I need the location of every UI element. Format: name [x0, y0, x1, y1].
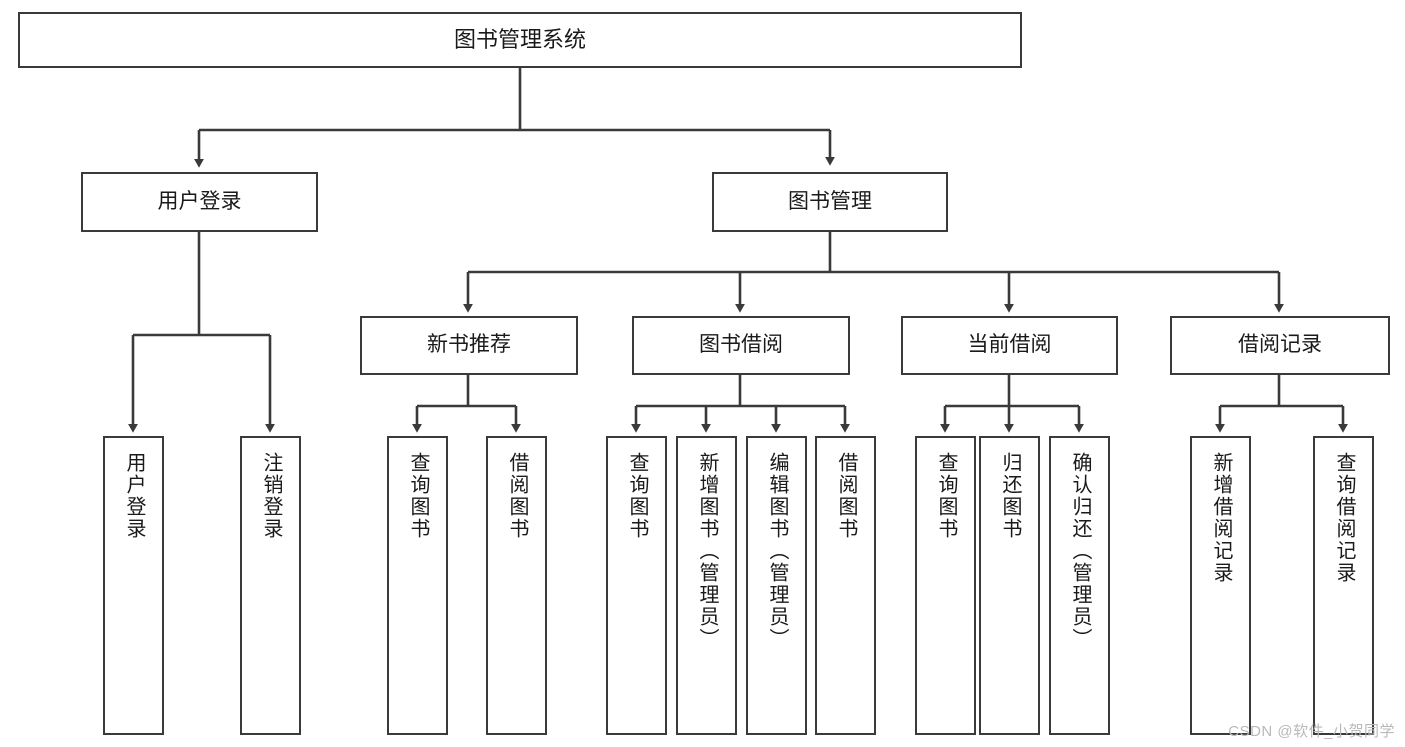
node-label: 用户登录: [157, 189, 242, 213]
node-label: 新增图书（管理员）: [696, 452, 718, 650]
node-label: 图书借阅: [699, 333, 783, 357]
node-label: 图书管理系统: [453, 27, 586, 53]
node-label: 注销登录: [260, 452, 282, 540]
node-current-borrow[interactable]: 当前借阅: [901, 316, 1118, 375]
node-borrow-record[interactable]: 借阅记录: [1170, 316, 1390, 375]
node-leaf-borrow-book-rec[interactable]: 借阅图书: [486, 436, 547, 735]
node-book-management[interactable]: 图书管理: [712, 172, 948, 232]
node-label: 编辑图书（管理员）: [766, 452, 788, 650]
node-book-borrow[interactable]: 图书借阅: [632, 316, 850, 375]
node-leaf-query-book-current[interactable]: 查询图书: [915, 436, 976, 735]
node-label: 确认归还（管理员）: [1069, 452, 1091, 650]
node-user-login[interactable]: 用户登录: [81, 172, 318, 232]
node-label: 查询借阅记录: [1333, 452, 1355, 584]
node-new-book-recommendation[interactable]: 新书推荐: [360, 316, 578, 375]
node-leaf-confirm-return-admin[interactable]: 确认归还（管理员）: [1049, 436, 1110, 735]
csdn-watermark: CSDN @软件_小贺同学: [1228, 723, 1395, 740]
node-label: 借阅图书: [835, 452, 857, 540]
node-leaf-query-borrow-record[interactable]: 查询借阅记录: [1313, 436, 1374, 735]
node-leaf-query-book-borrow[interactable]: 查询图书: [606, 436, 667, 735]
node-label: 查询图书: [935, 452, 957, 540]
node-label: 查询图书: [407, 452, 429, 540]
node-leaf-edit-book-admin[interactable]: 编辑图书（管理员）: [746, 436, 807, 735]
node-label: 借阅记录: [1238, 333, 1322, 357]
node-leaf-return-book[interactable]: 归还图书: [979, 436, 1040, 735]
node-leaf-borrow-book[interactable]: 借阅图书: [815, 436, 876, 735]
node-label: 图书管理: [788, 189, 872, 213]
node-label: 新增借阅记录: [1210, 452, 1232, 584]
node-root-book-management-system[interactable]: 图书管理系统: [18, 12, 1022, 68]
node-leaf-add-borrow-record[interactable]: 新增借阅记录: [1190, 436, 1251, 735]
node-leaf-add-book-admin[interactable]: 新增图书（管理员）: [676, 436, 737, 735]
node-label: 当前借阅: [967, 333, 1052, 357]
node-label: 查询图书: [626, 452, 648, 540]
node-leaf-logout[interactable]: 注销登录: [240, 436, 301, 735]
node-leaf-user-login[interactable]: 用户登录: [103, 436, 164, 735]
node-label: 归还图书: [999, 452, 1021, 540]
node-label: 新书推荐: [427, 333, 511, 357]
node-label: 用户登录: [123, 452, 145, 540]
node-label: 借阅图书: [506, 452, 528, 540]
node-leaf-query-book-rec[interactable]: 查询图书: [387, 436, 448, 735]
